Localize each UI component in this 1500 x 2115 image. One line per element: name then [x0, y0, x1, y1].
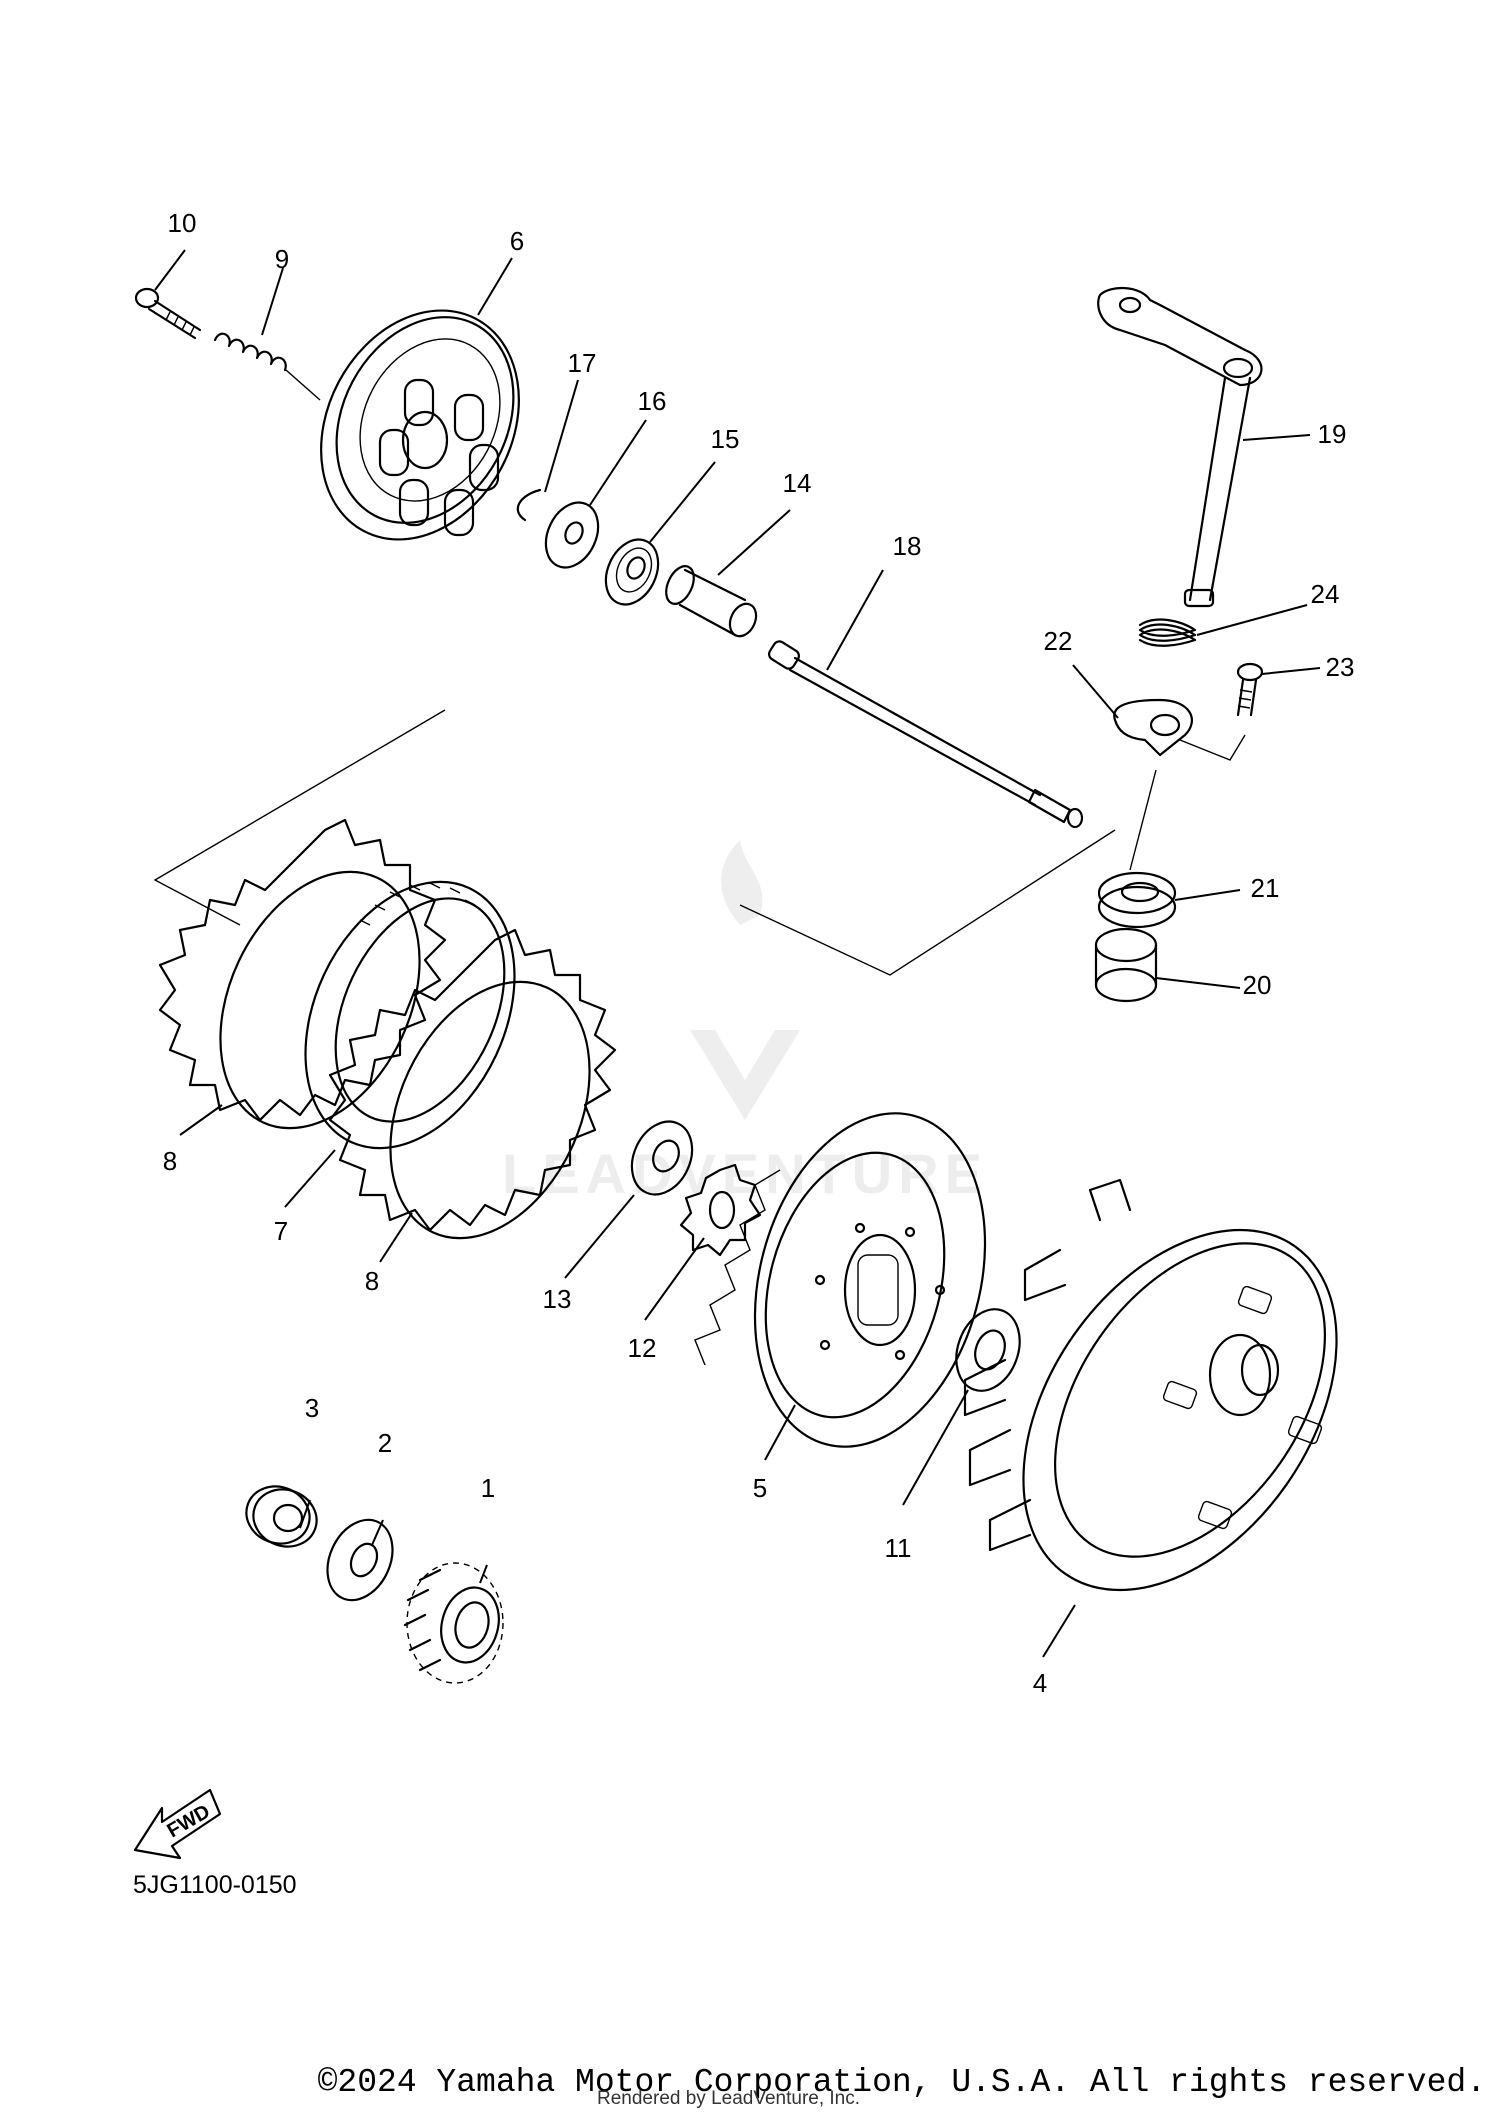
watermark-text: LEADVENTURE	[502, 1142, 988, 1205]
part-8-friction-plate-right	[328, 928, 617, 1240]
part-17-circlip	[516, 488, 542, 522]
part-15-bearing	[604, 538, 660, 606]
callout-labels: 10 9 6 17 16 15 14 18 19 24 22 23 21 20 …	[163, 208, 1355, 1698]
callout-23: 23	[1326, 652, 1355, 682]
leadventure-watermark: LEADVENTURE	[502, 840, 988, 1205]
callout-2: 2	[378, 1428, 392, 1458]
callout-20: 20	[1243, 970, 1272, 1000]
part-9-spring	[213, 332, 321, 401]
part-16-washer	[544, 501, 600, 569]
forward-arrow-icon: FWD	[133, 1788, 222, 1860]
callout-7: 7	[274, 1216, 288, 1246]
callout-18: 18	[893, 531, 922, 561]
callout-13: 13	[543, 1284, 572, 1314]
part-20-bearing	[1094, 927, 1158, 1003]
callout-22: 22	[1044, 626, 1073, 656]
callout-10: 10	[168, 208, 197, 238]
copyright-notice: ©2024 Yamaha Motor Corporation, U.S.A. A…	[317, 2064, 1486, 2101]
callout-16: 16	[638, 386, 667, 416]
plate-kit-outline	[153, 709, 1116, 976]
part-4-clutch-housing	[963, 1178, 1338, 1592]
callout-1: 1	[481, 1473, 495, 1503]
part-21-oil-seal	[1097, 871, 1177, 929]
part-22-plate	[1113, 698, 1246, 761]
part-5-clutch-boss	[694, 1112, 987, 1448]
assembly-guide-line	[1129, 769, 1157, 871]
callout-12: 12	[628, 1333, 657, 1363]
callout-8-right: 8	[365, 1266, 379, 1296]
part-7-clutch-plate	[304, 880, 516, 1150]
callout-5: 5	[753, 1473, 767, 1503]
part-14-push-rod	[665, 565, 758, 638]
part-18-push-rod	[767, 640, 1084, 829]
callout-17: 17	[568, 348, 597, 378]
part-11-thrust-washer	[955, 1308, 1021, 1392]
leader-lines	[154, 249, 1321, 1658]
callout-4: 4	[1033, 1668, 1047, 1698]
callout-21: 21	[1251, 873, 1280, 903]
part-13-nut	[630, 1120, 694, 1196]
part-10-bolt	[134, 287, 202, 340]
callout-9: 9	[275, 244, 289, 274]
part-3-nut	[245, 1485, 318, 1548]
callout-11: 11	[885, 1533, 912, 1563]
part-24-spring	[1138, 618, 1197, 647]
diagram-code: 5JG1100-0150	[133, 1871, 297, 1899]
callout-14: 14	[783, 468, 812, 498]
part-6-pressure-plate	[320, 309, 520, 541]
callout-19: 19	[1318, 419, 1347, 449]
callout-15: 15	[711, 424, 740, 454]
callout-8-left: 8	[163, 1146, 177, 1176]
part-23-bolt	[1236, 662, 1264, 717]
rendered-by-notice: Rendered by LeadVenture, Inc.	[597, 2088, 861, 2109]
part-1-drive-gear	[403, 1562, 504, 1684]
callout-6: 6	[510, 226, 524, 256]
part-8-friction-plate-left	[158, 818, 447, 1130]
callout-3: 3	[305, 1393, 319, 1423]
part-2-washer	[326, 1518, 394, 1602]
callout-24: 24	[1311, 579, 1340, 609]
part-19-lever-shaft	[1097, 287, 1263, 608]
